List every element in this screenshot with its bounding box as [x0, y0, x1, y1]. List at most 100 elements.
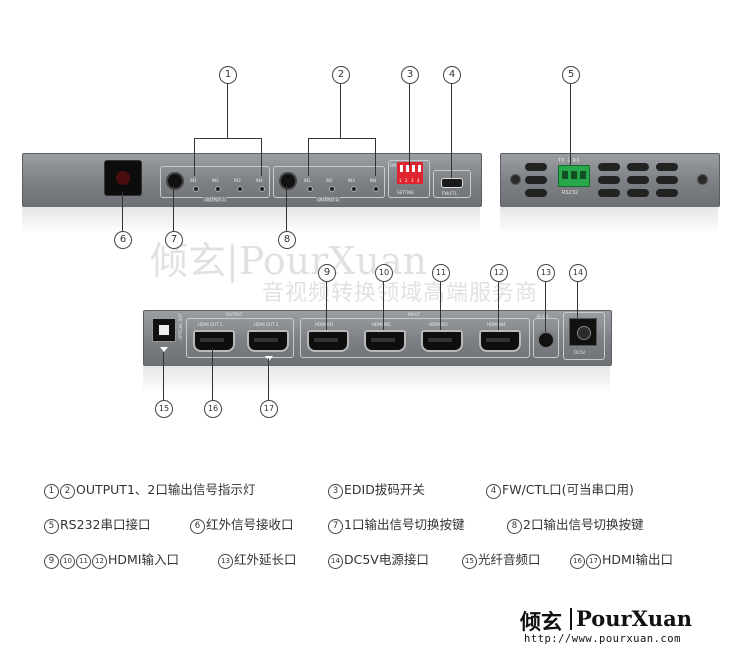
- legend-15-text: 光纤音频口: [478, 552, 541, 567]
- output2-switch-button[interactable]: [279, 172, 297, 190]
- vent-slot: [525, 189, 547, 197]
- callout-line: [498, 280, 499, 330]
- callout-5: 5: [562, 66, 580, 84]
- callout-line: [409, 82, 410, 166]
- callout-17: 17: [260, 400, 278, 418]
- callout-line: [570, 82, 571, 166]
- output1-led-in1: [193, 186, 199, 192]
- dc5v-group: [563, 312, 605, 360]
- legend-num: 9: [44, 554, 59, 569]
- output2-led-in3: [351, 186, 357, 192]
- front-panel-reflection: [22, 206, 480, 234]
- dc5v-power-jack[interactable]: [569, 318, 597, 346]
- output2-in2-label: IN2: [326, 178, 333, 183]
- ir-ext-jack[interactable]: [537, 331, 555, 349]
- output1-led-in2: [215, 186, 221, 192]
- callout-line: [268, 358, 269, 400]
- hdmi-in3-label: HDMI IN3: [429, 322, 448, 327]
- vent-slot: [598, 163, 620, 171]
- hdmi-input-group: [300, 318, 530, 358]
- logo-en: PourXuan: [576, 606, 693, 631]
- output1-led-in3: [237, 186, 243, 192]
- callout-line: [451, 82, 452, 178]
- callout-2: 2: [332, 66, 350, 84]
- callout-line: [163, 352, 164, 400]
- callout-13: 13: [537, 264, 555, 282]
- legend-num: 13: [218, 554, 233, 569]
- hdmi-in2-port[interactable]: [364, 330, 406, 352]
- callout-6: 6: [114, 231, 132, 249]
- legend-num: 1: [44, 484, 59, 499]
- vent-slot: [627, 176, 649, 184]
- ir-ext-label: IR Ext: [537, 314, 549, 319]
- callout-8: 8: [278, 231, 296, 249]
- legend-num: 11: [76, 554, 91, 569]
- logo-url[interactable]: http://www.pourxuan.com: [524, 633, 681, 645]
- rs232-terminal-block[interactable]: [558, 165, 590, 187]
- legend-14-text: DC5V电源接口: [344, 552, 429, 567]
- hdmi-out2-label: HDMI OUT 2: [254, 322, 279, 327]
- vent-slot: [656, 163, 678, 171]
- callout-11: 11: [432, 264, 450, 282]
- vent-slot: [598, 189, 620, 197]
- dip-number-1: 1: [399, 178, 402, 183]
- callout-15: 15: [155, 400, 173, 418]
- dip-number-2: 2: [405, 178, 408, 183]
- optical-audio-port[interactable]: [152, 318, 176, 342]
- output2-led-in4: [373, 186, 379, 192]
- legend-num: 3: [328, 484, 343, 499]
- hdmi-in2-label: HDMI IN2: [372, 322, 391, 327]
- legend-1-text: OUTPUT1、2口输出信号指示灯: [76, 482, 256, 497]
- dip-number-3: 3: [411, 178, 414, 183]
- screw-right-icon: [697, 174, 708, 185]
- hdmi-in1-port[interactable]: [307, 330, 349, 352]
- output2-led-in1: [307, 186, 313, 192]
- callout-line: [308, 138, 376, 139]
- hdmi-output-group: [186, 318, 294, 358]
- callout-12: 12: [490, 264, 508, 282]
- callout-line: [173, 186, 174, 232]
- callout-3: 3: [401, 66, 419, 84]
- logo: 倾玄 PourXuan http://www.pourxuan.com: [520, 606, 720, 646]
- output2-label: OUTPUT 2: [316, 197, 341, 202]
- hdmi-out2-port[interactable]: [247, 330, 289, 352]
- hdmi-out2-arrow-icon: [265, 356, 273, 361]
- edid-dip-switch[interactable]: [397, 162, 423, 184]
- callout-1: 1: [219, 66, 237, 84]
- hdmi-out1-label: HDMI OUT 1: [198, 322, 223, 327]
- vent-slot: [627, 189, 649, 197]
- output2-in1-label: IN1: [304, 178, 311, 183]
- fwctl-group: [433, 170, 471, 198]
- rear-panel-reflection: [143, 365, 610, 393]
- callout-16: 16: [204, 400, 222, 418]
- output2-in3-label: IN3: [348, 178, 355, 183]
- vent-slot: [525, 176, 547, 184]
- output1-switch-button[interactable]: [166, 172, 184, 190]
- rs232-label: RS232: [562, 190, 579, 196]
- hdmi-out1-port[interactable]: [193, 330, 235, 352]
- callout-line: [286, 186, 287, 232]
- legend-num: 6: [190, 519, 205, 534]
- legend-7-text: 1口输出信号切换按键: [344, 517, 465, 532]
- callout-14: 14: [569, 264, 587, 282]
- tx-rx-label: TX ⏚ RX: [558, 158, 580, 164]
- hdmi-in4-port[interactable]: [479, 330, 521, 352]
- callout-line: [194, 138, 262, 139]
- legend-num: 17: [586, 554, 601, 569]
- vent-slot: [598, 176, 620, 184]
- hdmi-in3-port[interactable]: [421, 330, 463, 352]
- vent-slot: [627, 163, 649, 171]
- hdmi-in1-label: HDMI IN1: [315, 322, 334, 327]
- output1-label: OUTPUT 1: [203, 197, 228, 202]
- fwctl-usb-port[interactable]: [441, 178, 463, 188]
- input-group-label: INPUT: [408, 312, 420, 317]
- output1-in2-label: IN2: [212, 178, 219, 183]
- output1-in1-label: IN1: [190, 178, 197, 183]
